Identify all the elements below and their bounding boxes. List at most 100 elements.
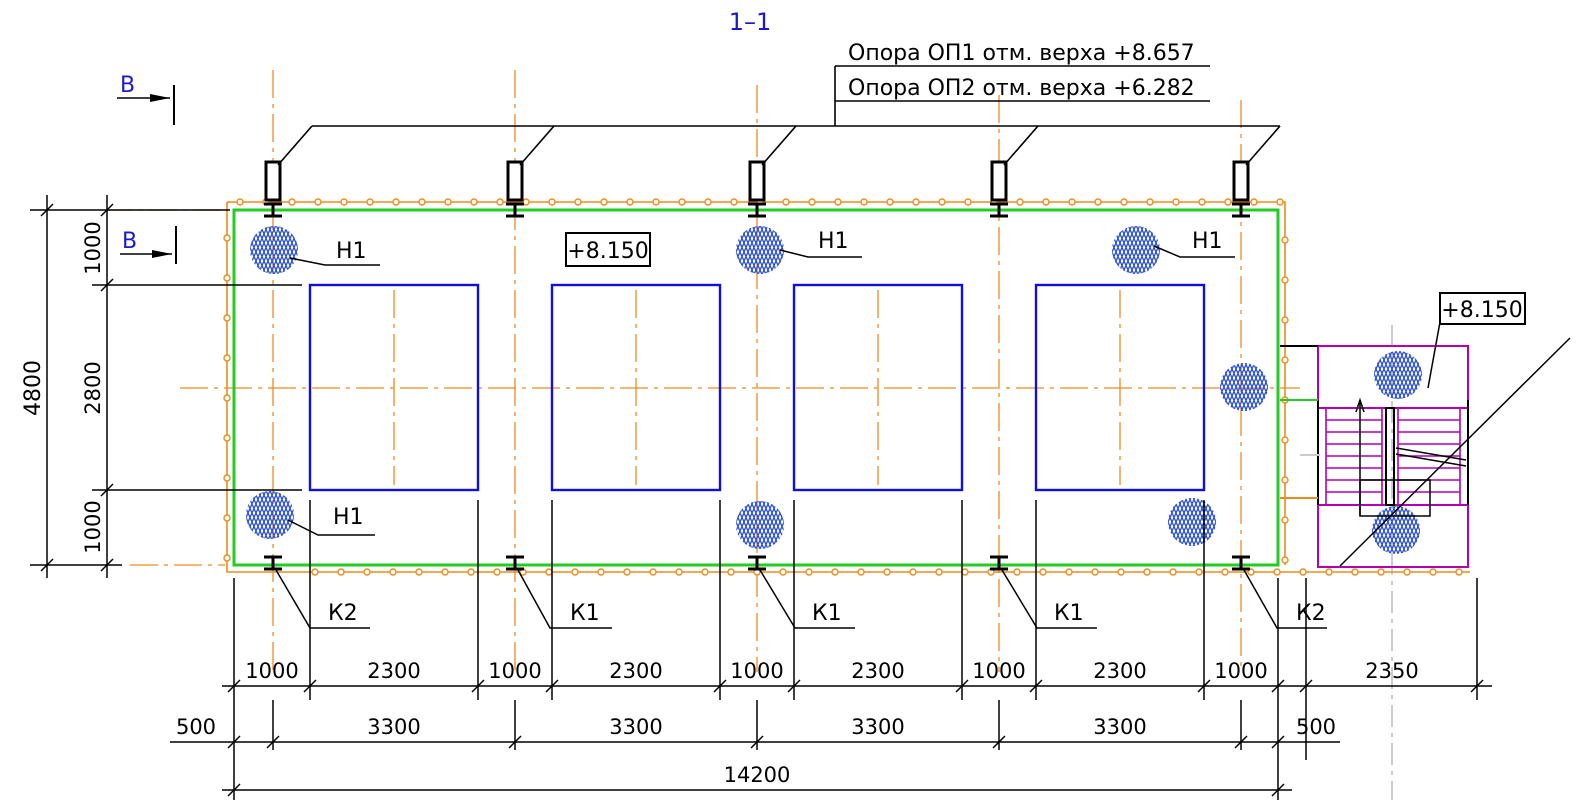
heaters	[246, 226, 1422, 554]
heater-symbol	[1372, 506, 1420, 554]
dim-2300: 2300	[851, 659, 904, 683]
dim-vertical-1000-top: 1000	[81, 221, 105, 274]
contour-dot	[467, 568, 475, 576]
contour-dot	[1039, 568, 1047, 576]
contour-dot	[314, 198, 322, 206]
contour-dot	[1351, 568, 1359, 576]
contour-dot	[366, 198, 374, 206]
contour-dot	[236, 198, 244, 206]
column-label: К2	[328, 601, 358, 626]
elevation-box-stair	[1439, 292, 1526, 325]
contour-dot	[223, 554, 231, 562]
contour-dot	[1065, 568, 1073, 576]
contour-dot	[1172, 198, 1180, 206]
contour-dot	[1273, 568, 1281, 576]
contour-dot	[1455, 568, 1463, 576]
view-marker-letter: В	[120, 73, 135, 98]
contour-dot	[1195, 568, 1203, 576]
contour-dot	[831, 568, 839, 576]
contour-dots	[223, 198, 1463, 576]
contour-dot	[223, 394, 231, 402]
dim-vertical-4800: 4800	[21, 360, 46, 416]
heater-symbol	[1374, 351, 1422, 399]
contour-dot	[1120, 198, 1128, 206]
view-marker-mid: В	[120, 226, 177, 264]
heater-symbol	[1112, 226, 1160, 274]
supports	[262, 160, 1252, 218]
contour-dot	[652, 198, 660, 206]
contour-dot	[441, 568, 449, 576]
contour-dot	[961, 568, 969, 576]
opening-3	[792, 283, 964, 492]
heater-symbol	[1168, 498, 1216, 546]
contour-dot	[860, 198, 868, 206]
dim-1000: 1000	[245, 659, 298, 683]
contour-dot	[1250, 198, 1258, 206]
contour-dot	[675, 568, 683, 576]
contour-dot	[415, 568, 423, 576]
dim-3300: 3300	[609, 715, 662, 739]
contour-dot	[1198, 198, 1206, 206]
contour-dot	[1325, 568, 1333, 576]
dim-1000: 1000	[972, 659, 1025, 683]
dim-2300: 2300	[609, 659, 662, 683]
column-leaders	[275, 569, 1327, 629]
dim-2300: 2300	[367, 659, 420, 683]
dim-vertical-2800: 2800	[81, 361, 105, 414]
elevation-main: +8.150	[567, 239, 648, 264]
contour-dot	[626, 198, 634, 206]
contour-dot	[337, 568, 345, 576]
dim-2350: 2350	[1365, 659, 1418, 683]
contour-dot	[1377, 568, 1385, 576]
dim-1000: 1000	[1214, 659, 1267, 683]
contour-dot	[805, 568, 813, 576]
contour-dot	[935, 568, 943, 576]
contour-dot	[1281, 276, 1289, 284]
contour-dot	[1281, 356, 1289, 364]
elevation-box	[565, 232, 651, 267]
column-label: К1	[1054, 601, 1084, 626]
heater-label: Н1	[336, 239, 367, 264]
heater-symbol	[736, 226, 784, 274]
contour-dot	[886, 198, 894, 206]
contour-dot	[938, 198, 946, 206]
view-marker-letter: В	[122, 229, 137, 254]
contour-dot	[470, 198, 478, 206]
contour-dot	[1221, 568, 1229, 576]
contour-dot	[444, 198, 452, 206]
opening-2	[550, 283, 722, 492]
contour-dot	[1281, 436, 1289, 444]
section-title: 1–1	[729, 8, 772, 36]
contour-dot	[1068, 198, 1076, 206]
contour-dot	[1013, 568, 1021, 576]
contour-dot	[1403, 568, 1411, 576]
contour-dot	[1281, 476, 1289, 484]
contour-dot	[909, 568, 917, 576]
contour-dot	[223, 514, 231, 522]
contour-dot	[1299, 568, 1307, 576]
contour-dot	[223, 274, 231, 282]
contour-dot	[1094, 198, 1102, 206]
contour-dot	[548, 198, 556, 206]
column-label: К1	[812, 601, 842, 626]
contour-dot	[912, 198, 920, 206]
contour-dot	[727, 568, 735, 576]
contour-dot	[1117, 568, 1125, 576]
contour-dot	[389, 568, 397, 576]
contour-dot	[1429, 568, 1437, 576]
contour-dot	[623, 568, 631, 576]
heater-symbol	[246, 491, 294, 539]
opening-4	[1034, 283, 1206, 492]
contour-dot	[223, 234, 231, 242]
contour-dot	[1143, 568, 1151, 576]
contour-dot	[363, 568, 371, 576]
contour-dot	[522, 198, 530, 206]
contour-dot	[678, 198, 686, 206]
columns	[262, 555, 1252, 571]
heater-label: Н1	[333, 505, 364, 530]
contour-dot	[223, 354, 231, 362]
heater-symbol	[736, 501, 784, 549]
view-marker-top: В	[117, 73, 175, 125]
contour-dot	[597, 568, 605, 576]
